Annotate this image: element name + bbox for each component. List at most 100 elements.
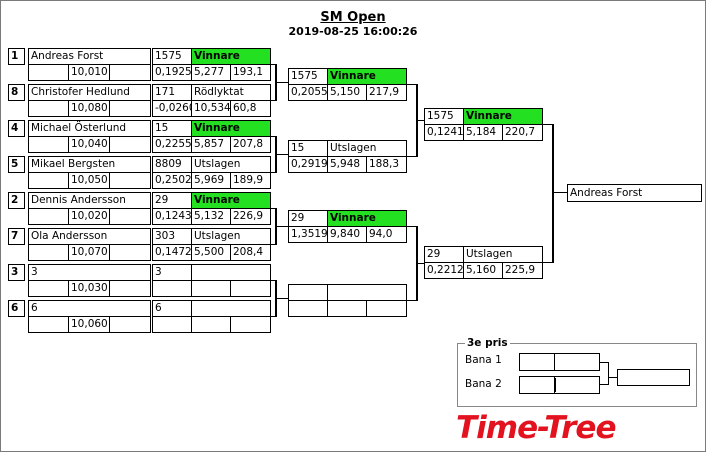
round1-result-speed: 189,9: [230, 172, 271, 189]
bracket-connector: [271, 316, 276, 317]
bracket-connector: [271, 64, 276, 65]
dial-in-value: 10,020: [68, 208, 110, 225]
driver-name[interactable]: Dennis Andersson: [28, 192, 151, 209]
round1-result-status: Utslagen: [191, 156, 271, 173]
bracket-connector: [407, 156, 417, 157]
round3-result-time: 5,160: [463, 262, 503, 279]
round1-result-speed: 207,8: [230, 136, 271, 153]
round2-result-number: 15: [288, 140, 328, 157]
lane1-field-a[interactable]: [519, 353, 555, 371]
round1-result-number: 15: [152, 120, 192, 137]
dial-in-blank: [28, 136, 69, 153]
round2-result-status: [327, 284, 407, 301]
round1-result-number: 1575: [152, 48, 192, 65]
lane2-field-a[interactable]: [519, 376, 555, 394]
seed-number: 2: [8, 192, 25, 209]
bracket-connector: [271, 280, 276, 281]
round3-result-status: Utslagen: [463, 246, 543, 263]
connector: [600, 384, 608, 385]
round3-result-status: Vinnare: [463, 108, 543, 125]
bracket-connector: [271, 208, 276, 209]
round2-result-reaction: 0,2055: [288, 84, 328, 101]
seed-number: 5: [8, 156, 25, 173]
dial-in-blank: [28, 316, 69, 333]
bracket-connector: [275, 82, 289, 83]
round1-result-reaction: 0,2502: [152, 172, 192, 189]
dial-in-value: 10,030: [68, 280, 110, 297]
round2-result-reaction: 1,3519: [288, 226, 328, 243]
seed-number: 6: [8, 300, 25, 317]
round3-result-number: 29: [424, 246, 464, 263]
round2-result-speed: 94,0: [366, 226, 407, 243]
dial-in-extra: [109, 208, 151, 225]
lane2-field-b[interactable]: [554, 376, 600, 394]
third-place-result-field: [617, 369, 690, 386]
bracket-connector: [275, 298, 289, 299]
dial-in-value: 10,040: [68, 136, 110, 153]
bracket-connector: [407, 84, 417, 85]
round2-result-time: [327, 300, 367, 317]
dial-in-extra: [109, 136, 151, 153]
connector: [600, 362, 608, 363]
bracket-connector: [552, 124, 554, 263]
seed-number: 1: [8, 48, 25, 65]
round1-result-status: Vinnare: [191, 48, 271, 65]
driver-name[interactable]: 6: [28, 300, 151, 317]
page-datetime: 2019-08-25 16:00:26: [288, 25, 418, 38]
round1-result-number: 3: [152, 264, 192, 281]
dial-in-value: 10,060: [68, 316, 110, 333]
driver-name[interactable]: 3: [28, 264, 151, 281]
round2-result-reaction: [288, 300, 328, 317]
round3-result-speed: 225,9: [502, 262, 543, 279]
round1-result-status: [191, 264, 271, 281]
round1-result-reaction: -0,0260: [152, 100, 192, 117]
round2-result-speed: [366, 300, 407, 317]
round1-result-status: [191, 300, 271, 317]
bracket-connector: [416, 263, 425, 264]
round1-result-speed: 60,8: [230, 100, 271, 117]
bracket-connector: [543, 262, 553, 263]
dial-in-blank: [28, 172, 69, 189]
dial-in-blank: [28, 244, 69, 261]
driver-name[interactable]: Andreas Forst: [28, 48, 151, 65]
bracket-connector: [271, 100, 276, 101]
round3-result-reaction: 0,2212: [424, 262, 464, 279]
round1-result-time: 10,534: [191, 100, 231, 117]
round1-result-time: 5,277: [191, 64, 231, 81]
lane1-field-b[interactable]: [554, 353, 600, 371]
bracket-connector: [275, 154, 289, 155]
seed-number: 7: [8, 228, 25, 245]
round1-result-reaction: [152, 316, 192, 333]
round1-result-reaction: 0,1472: [152, 244, 192, 261]
round1-result-reaction: 0,1243: [152, 208, 192, 225]
bracket-connector: [416, 120, 425, 121]
round2-result-number: 1575: [288, 68, 328, 85]
bracket-connector: [275, 226, 289, 227]
bracket-connector: [407, 300, 417, 301]
connector: [608, 377, 618, 378]
round3-result-reaction: 0,1241: [424, 124, 464, 141]
driver-name[interactable]: Michael Österlund: [28, 120, 151, 137]
round2-result-status: Vinnare: [327, 68, 407, 85]
driver-name[interactable]: Christofer Hedlund: [28, 84, 151, 101]
round2-result-time: 9,840: [327, 226, 367, 243]
dial-in-extra: [109, 280, 151, 297]
round1-result-number: 8809: [152, 156, 192, 173]
final-winner-field: Andreas Forst: [567, 184, 702, 202]
round1-result-time: 5,969: [191, 172, 231, 189]
round1-result-status: Rödlyktat: [191, 84, 271, 101]
bracket-connector: [271, 172, 276, 173]
dial-in-blank: [28, 100, 69, 117]
round1-result-reaction: [152, 280, 192, 297]
driver-name[interactable]: Ola Andersson: [28, 228, 151, 245]
dial-in-value: 10,070: [68, 244, 110, 261]
round1-result-reaction: 0,2255: [152, 136, 192, 153]
dial-in-blank: [28, 280, 69, 297]
round1-result-status: Vinnare: [191, 192, 271, 209]
round1-result-status: Utslagen: [191, 228, 271, 245]
driver-name[interactable]: Mikael Bergsten: [28, 156, 151, 173]
text-cursor: [555, 378, 556, 392]
round2-result-status: Vinnare: [327, 210, 407, 227]
dial-in-blank: [28, 208, 69, 225]
dial-in-value: 10,080: [68, 100, 110, 117]
